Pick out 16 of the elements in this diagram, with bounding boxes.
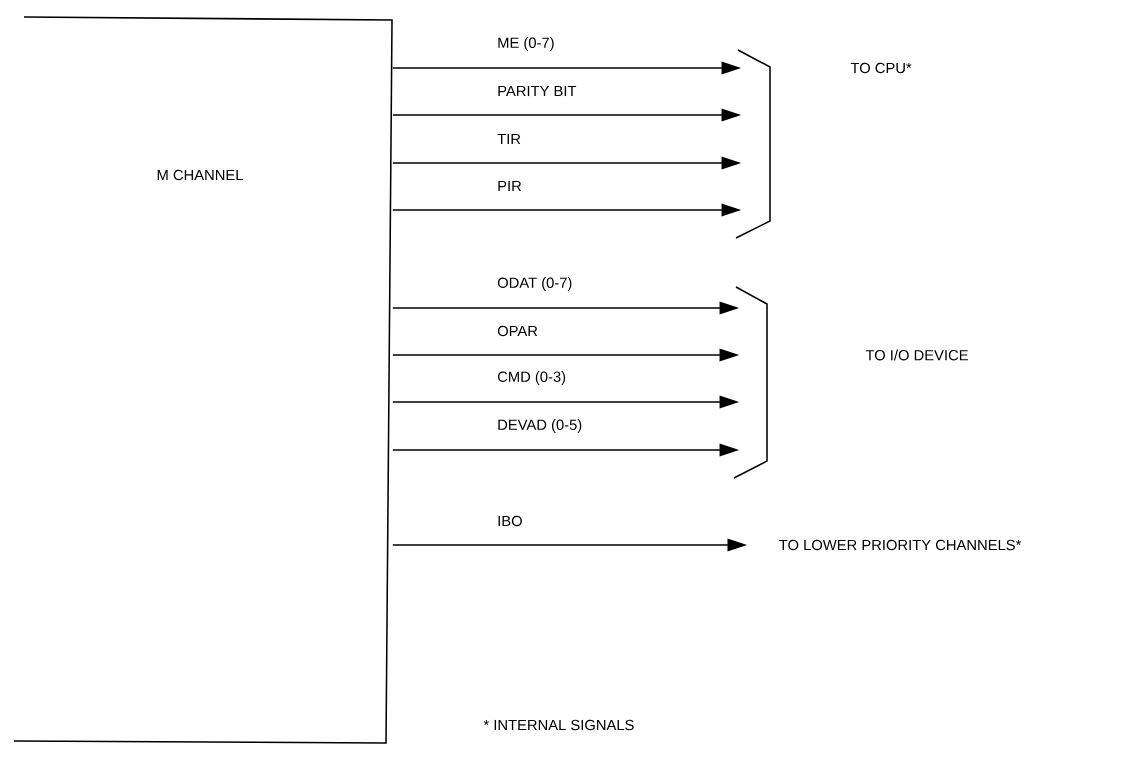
note: * INTERNAL SIGNALS [483,719,634,731]
signal-label: OPAR [495,324,540,338]
signal-label: PIR [495,179,524,193]
signal-label: DEVAD (0-5) [495,417,584,435]
signal-label: IBO [495,514,525,528]
destination-text: TO LOWER PRIORITY CHANNELS* [779,539,1022,551]
signal-label: CMD (0-3) [495,369,568,387]
note: TO CPU* [850,62,912,74]
signal-label: ME (0-7) [495,35,556,53]
bracket [733,286,768,479]
signal-label: ODAT (0-7) [495,275,574,293]
signal-label: PARITY BIT [495,84,578,98]
bracket [735,49,771,239]
channel-block: M CHANNEL [13,16,393,744]
note: TO I/O DEVICE [865,349,968,361]
signal-label: TIR [495,132,523,146]
